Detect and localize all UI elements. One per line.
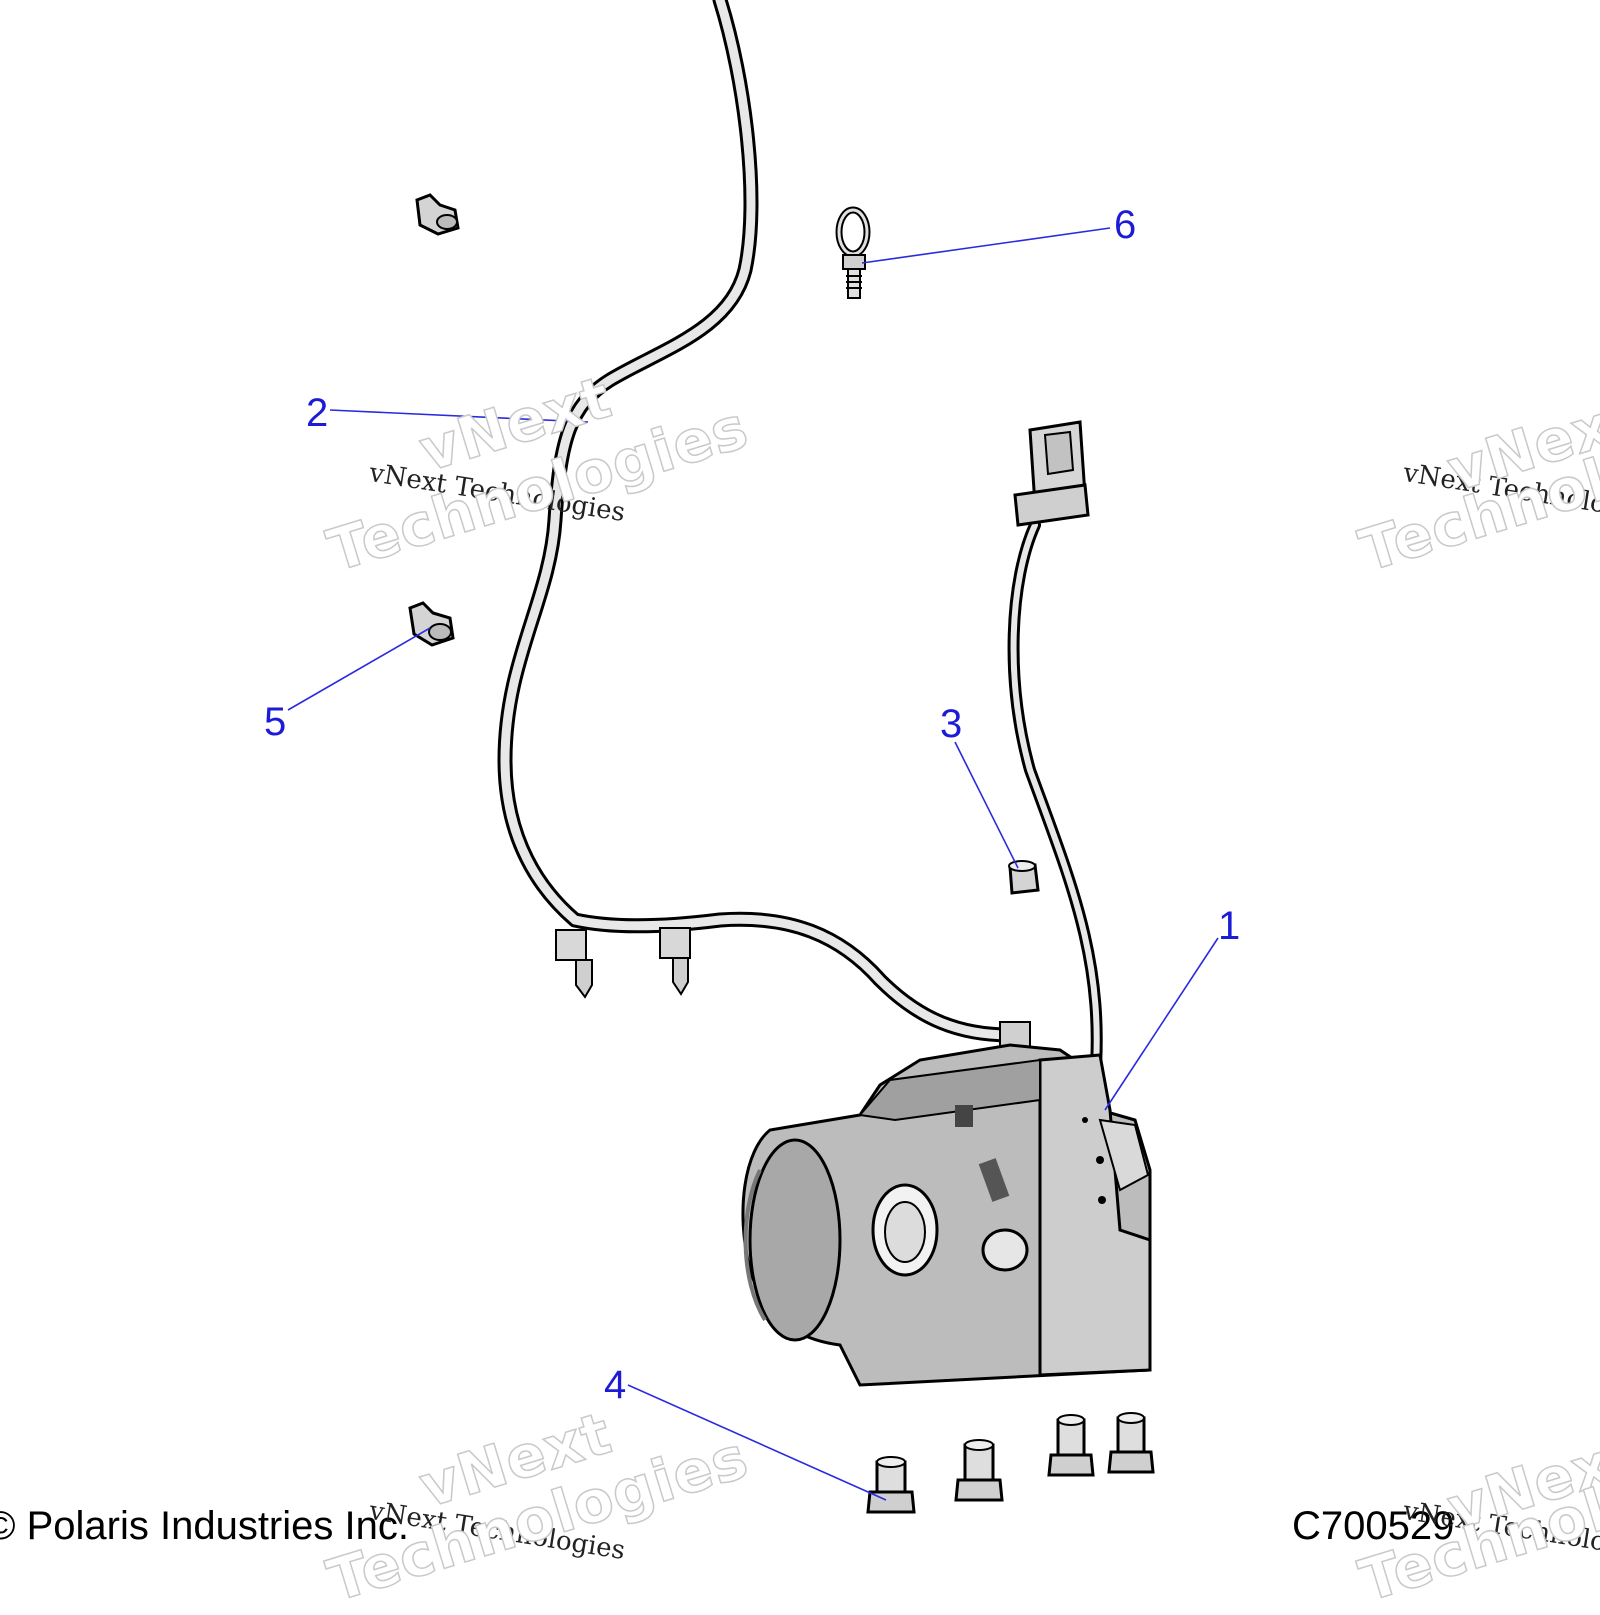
leader-line-4 <box>627 1384 887 1501</box>
electrical-connector-icon <box>1013 420 1090 527</box>
leader-line-5 <box>287 627 431 711</box>
plug-part <box>1008 860 1040 895</box>
leader-line-1 <box>1104 937 1219 1111</box>
drawing-number: C700529 <box>1292 1504 1455 1548</box>
callout-4: 4 <box>604 1363 627 1407</box>
callout-5: 5 <box>264 700 287 744</box>
leader-line-3 <box>954 741 1019 869</box>
copyright-text: © Polaris Industries Inc. <box>0 1504 409 1548</box>
bolt-part <box>866 1456 916 1514</box>
gearcase-housing <box>741 1043 1152 1387</box>
callout-1: 1 <box>1218 904 1241 948</box>
sensor-lead <box>1007 420 1103 1086</box>
harness-clip <box>659 927 691 996</box>
clip-part <box>408 601 455 647</box>
eye-bolt-part <box>835 206 871 299</box>
callout-6: 6 <box>1114 203 1137 247</box>
leader-line-2 <box>329 409 589 423</box>
bolt-part <box>1107 1412 1155 1474</box>
bolt-part <box>954 1439 1004 1502</box>
harness-clip <box>555 929 593 999</box>
wire-harness <box>497 0 1031 1049</box>
bolt-part <box>1047 1414 1095 1477</box>
callout-2: 2 <box>306 391 329 435</box>
clip-part <box>415 193 460 236</box>
leader-line-6 <box>861 227 1111 264</box>
leader-lines <box>287 227 1219 1501</box>
callout-3: 3 <box>940 702 963 746</box>
